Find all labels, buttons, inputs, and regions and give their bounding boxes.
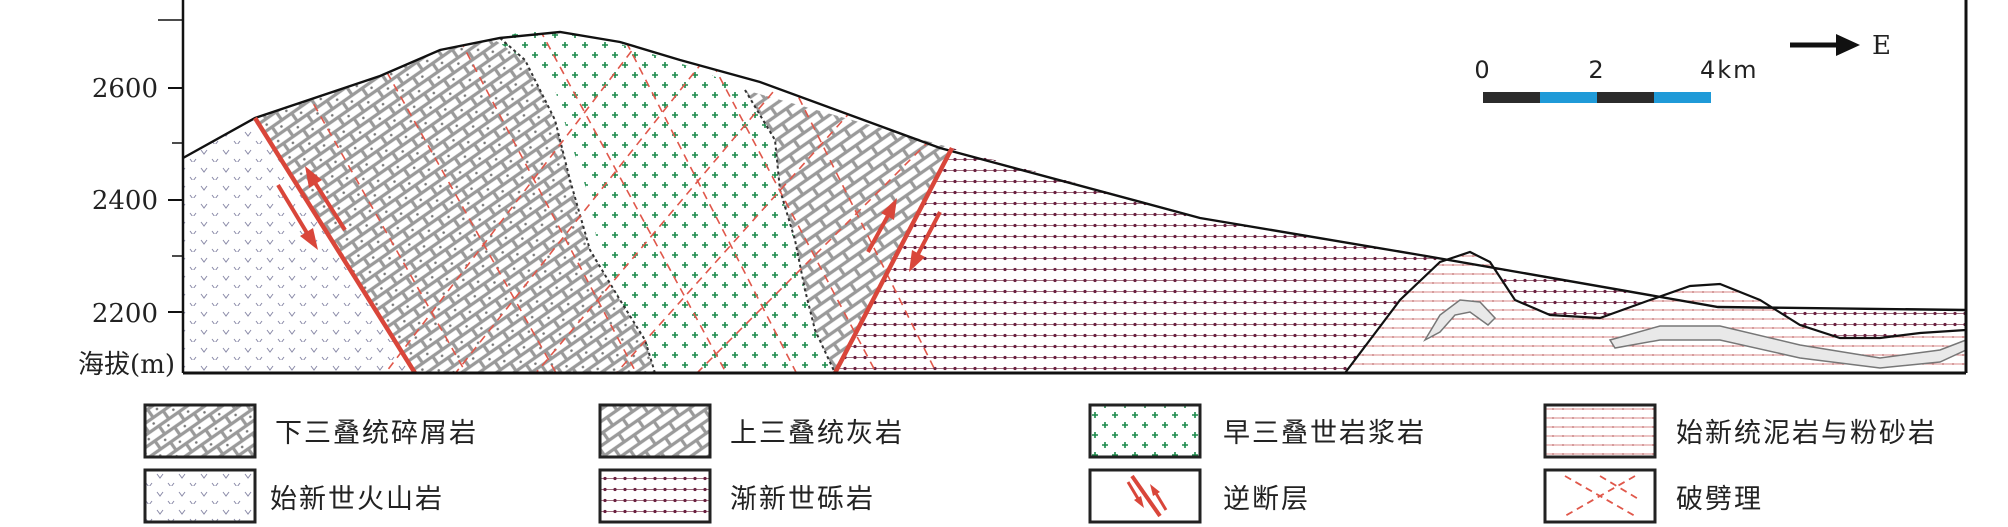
scale-label-0: 0 bbox=[1474, 56, 1491, 84]
legend-item-lower-triassic-clastic: 下三叠统碎屑岩 bbox=[143, 403, 478, 459]
folded-lens bbox=[1422, 299, 1497, 342]
scale-bar: 0 2 4km bbox=[1474, 56, 1759, 103]
tick-label-2600: 2600 bbox=[92, 74, 158, 104]
fault-arrows-east bbox=[866, 198, 942, 272]
section-body bbox=[181, 0, 1968, 375]
tick-label-2400: 2400 bbox=[92, 186, 158, 216]
legend-item-reverse-fault: 逆断层 bbox=[1088, 468, 1310, 524]
svg-text:早三叠世岩浆岩: 早三叠世岩浆岩 bbox=[1223, 418, 1426, 449]
legend-item-early-triassic-magmatic: 早三叠世岩浆岩 bbox=[1088, 403, 1426, 459]
eocene-mudstone-unit bbox=[1345, 252, 1966, 373]
early-triassic-magmatic-unit bbox=[495, 32, 835, 373]
fault-arrows-west bbox=[276, 166, 347, 250]
svg-text:逆断层: 逆断层 bbox=[1223, 484, 1310, 515]
eocene-volcanic-unit bbox=[183, 118, 415, 373]
reverse-fault-west bbox=[253, 116, 417, 375]
axis-title: 海拔(m) bbox=[78, 350, 175, 380]
svg-text:始新统泥岩与粉砂岩: 始新统泥岩与粉砂岩 bbox=[1676, 418, 1937, 449]
svg-text:下三叠统碎屑岩: 下三叠统碎屑岩 bbox=[275, 418, 478, 449]
pluton-contact-west bbox=[499, 37, 656, 374]
cleavage-lines bbox=[299, 32, 941, 373]
tick-label-2200: 2200 bbox=[92, 299, 158, 329]
pluton-contact-east bbox=[744, 89, 836, 374]
legend-item-eocene-mudstone-siltstone: 始新统泥岩与粉砂岩 bbox=[1543, 403, 1937, 459]
legend-item-upper-triassic-limestone: 上三叠统灰岩 bbox=[598, 403, 904, 459]
svg-text:始新世火山岩: 始新世火山岩 bbox=[270, 484, 444, 515]
svg-text:渐新世砾岩: 渐新世砾岩 bbox=[730, 484, 875, 515]
svg-text:破劈理: 破劈理 bbox=[1676, 484, 1763, 515]
scale-label-4km: 4km bbox=[1700, 56, 1759, 84]
y-axis: 2600 2400 2200 海拔(m) bbox=[78, 19, 183, 380]
scale-label-2: 2 bbox=[1588, 56, 1605, 84]
eocene-contact bbox=[1344, 250, 1967, 374]
direction-label: E bbox=[1872, 31, 1891, 61]
legend-item-eocene-volcanic: 始新世火山岩 bbox=[143, 468, 444, 524]
reverse-fault-east bbox=[833, 146, 954, 375]
direction-indicator: E bbox=[1790, 31, 1891, 61]
upper-triassic-limestone-unit bbox=[745, 90, 952, 373]
svg-text:上三叠统灰岩: 上三叠统灰岩 bbox=[730, 418, 904, 449]
legend-item-oligocene-conglomerate: 渐新世砾岩 bbox=[598, 468, 875, 524]
topographic-profile bbox=[182, 30, 1967, 312]
legend-item-cleavage: 破劈理 bbox=[1543, 468, 1763, 524]
legend: 下三叠统碎屑岩 上三叠统灰岩 早三叠世岩浆岩 始新统泥岩与粉砂岩 始新世火山岩 … bbox=[143, 403, 1937, 524]
